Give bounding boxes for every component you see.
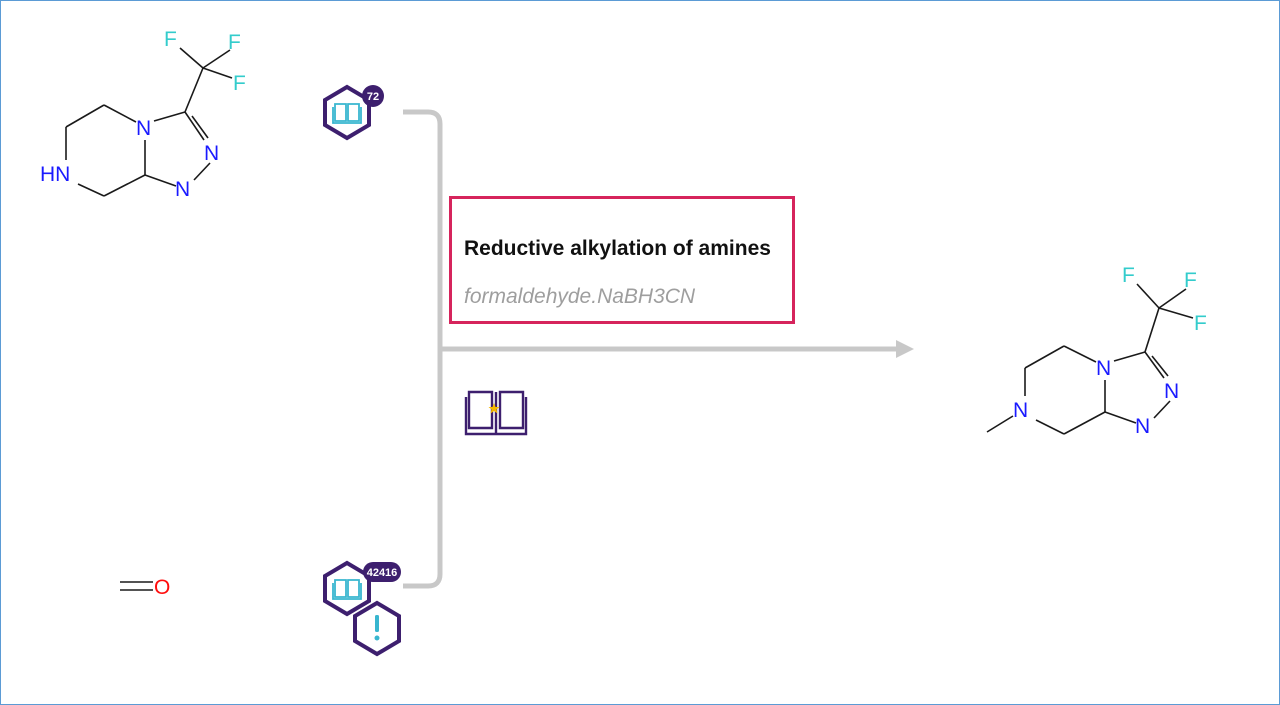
atom-n: N (204, 142, 219, 165)
reactant-1-structure[interactable]: N N N HN F F F (40, 28, 246, 201)
atom-f: F (1184, 269, 1197, 292)
atom-n: N (1164, 380, 1179, 403)
atom-n: N (1096, 357, 1111, 380)
atom-f: F (1122, 264, 1135, 287)
badge-count: 42416 (367, 567, 398, 579)
atom-o: O (154, 576, 170, 599)
reaction-conditions-box[interactable]: Reductive alkylation of amines formaldeh… (449, 196, 795, 324)
badge-count: 72 (367, 91, 379, 103)
atom-f: F (233, 72, 246, 95)
atom-nh: HN (40, 163, 70, 186)
book-icon (332, 103, 362, 124)
atom-n-methyl: N (1013, 399, 1028, 422)
atom-f: F (1194, 312, 1207, 335)
book-icon (332, 579, 362, 600)
product-structure[interactable]: N N N N F F F (986, 264, 1207, 438)
reaction-reagents: formaldehyde.NaBH3CN (464, 285, 696, 308)
literature-star-icon[interactable] (464, 390, 528, 436)
reactant-1-source-badge[interactable]: 72 (323, 84, 384, 141)
atom-f: F (164, 28, 177, 51)
reaction-name: Reductive alkylation of amines (464, 237, 771, 260)
reaction-connector (403, 109, 897, 589)
warning-icon[interactable] (353, 600, 401, 657)
atom-f: F (228, 31, 241, 54)
reactant-2-structure[interactable]: O (120, 576, 170, 599)
atom-n: N (136, 117, 151, 140)
reactant-2-source-badge[interactable]: 42416 (323, 560, 401, 617)
arrow-head-icon (896, 340, 914, 358)
atom-n: N (1135, 415, 1150, 438)
atom-n: N (175, 178, 190, 201)
